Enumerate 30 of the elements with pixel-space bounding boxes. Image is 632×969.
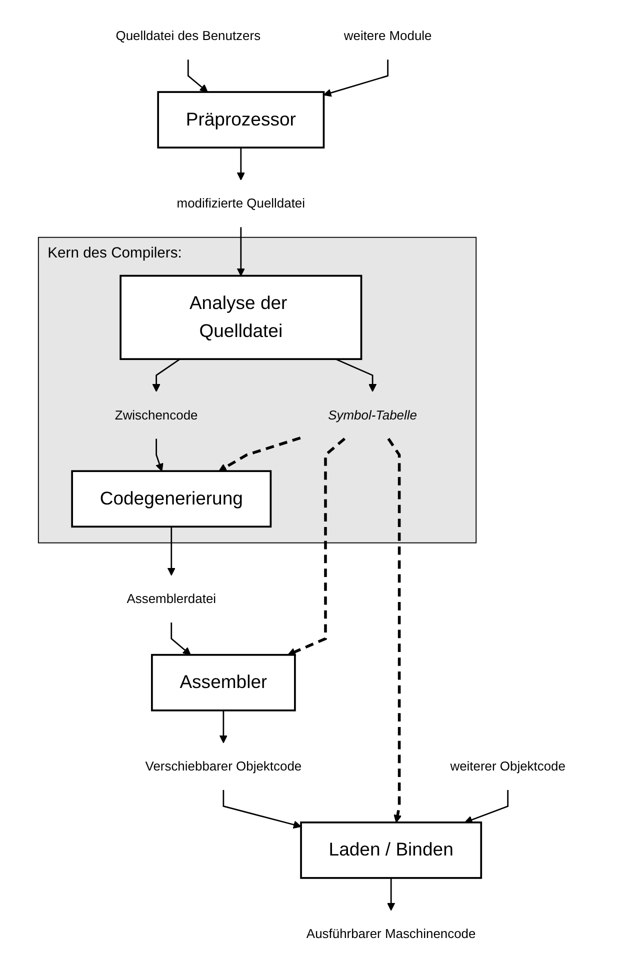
node-box: Laden / Binden bbox=[300, 821, 482, 878]
node-text: Assemblerdatei bbox=[126, 590, 216, 606]
node-box: Codegenerierung bbox=[71, 470, 272, 528]
arrow bbox=[387, 877, 396, 910]
arrow bbox=[152, 358, 181, 392]
arrow bbox=[220, 710, 228, 743]
arrow bbox=[237, 147, 246, 180]
node-box: Analyse der Quelldatei bbox=[120, 274, 362, 360]
node-text: Symbol-Tabelle bbox=[328, 406, 418, 422]
arrow bbox=[156, 438, 164, 471]
arrow bbox=[464, 790, 509, 824]
node-text: Verschiebbarer Objektcode bbox=[145, 758, 302, 773]
node-box: Assembler bbox=[151, 653, 296, 711]
node-text: weiterer Objektcode bbox=[450, 758, 566, 773]
arrow bbox=[170, 622, 192, 655]
node-box: Präprozessor bbox=[157, 90, 325, 148]
arrow bbox=[222, 790, 302, 828]
node-text: modifizierte Quelldatei bbox=[176, 195, 306, 210]
arrow bbox=[324, 59, 389, 96]
node-text: Quelldatei des Benutzers bbox=[116, 28, 261, 42]
arrow bbox=[218, 436, 301, 471]
node-text: Zwischencode bbox=[115, 406, 198, 422]
arrow bbox=[336, 358, 377, 392]
arrow bbox=[167, 526, 176, 576]
node-text: weitere Module bbox=[344, 28, 432, 42]
arrow bbox=[188, 59, 208, 92]
arrow bbox=[237, 226, 246, 276]
arrow bbox=[288, 437, 346, 656]
node-text: Ausführbarer Maschinencode bbox=[306, 926, 476, 940]
arrow bbox=[387, 437, 402, 822]
